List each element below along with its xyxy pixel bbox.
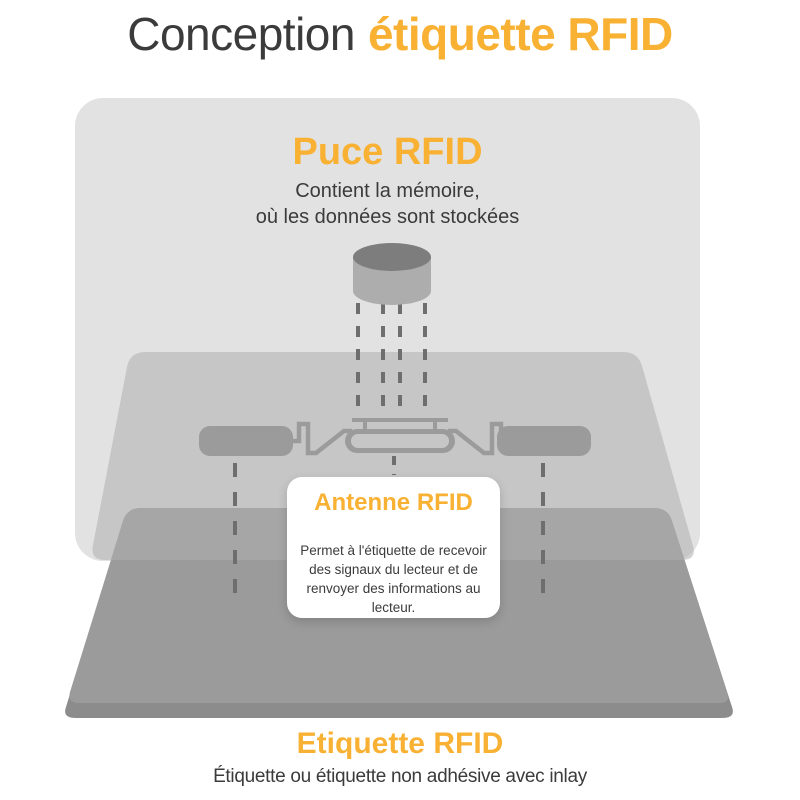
page-title-dark: Conception	[127, 8, 355, 60]
antenna-card-body: Permet à l'étiquette de recevoir des sig…	[300, 543, 487, 616]
chip-cylinder-top	[353, 243, 431, 271]
antenna-graphic	[199, 418, 591, 456]
chip-section: Puce RFID Contient la mémoire, où les do…	[75, 131, 700, 230]
label-section-title: Etiquette RFID	[296, 727, 504, 760]
antenna-pad-right	[497, 426, 591, 456]
label-section: Etiquette RFID Étiquette ou étiquette no…	[0, 727, 800, 788]
antenna-card-title: Antenne RFID	[314, 489, 473, 516]
chip-section-desc-line2: où les données sont stockées	[255, 206, 520, 228]
page-title: Conception étiquette RFID	[0, 8, 800, 60]
antenna-chip-capsule-inner	[351, 434, 449, 448]
antenna-wire-left	[292, 421, 352, 456]
chip-graphic	[353, 243, 431, 305]
chip-section-title: Puce RFID	[292, 131, 483, 173]
page-title-accent: étiquette RFID	[367, 8, 673, 60]
chip-section-desc-line1: Contient la mémoire,	[295, 180, 480, 202]
chip-signal-dashes	[356, 303, 427, 419]
antenna-pad-left	[199, 426, 293, 456]
antenna-callout-card: Antenne RFID Permet à l'étiquette de rec…	[287, 477, 500, 618]
pointer-dashes	[233, 456, 545, 607]
label-section-subtitle: Étiquette ou étiquette non adhésive avec…	[213, 766, 587, 787]
